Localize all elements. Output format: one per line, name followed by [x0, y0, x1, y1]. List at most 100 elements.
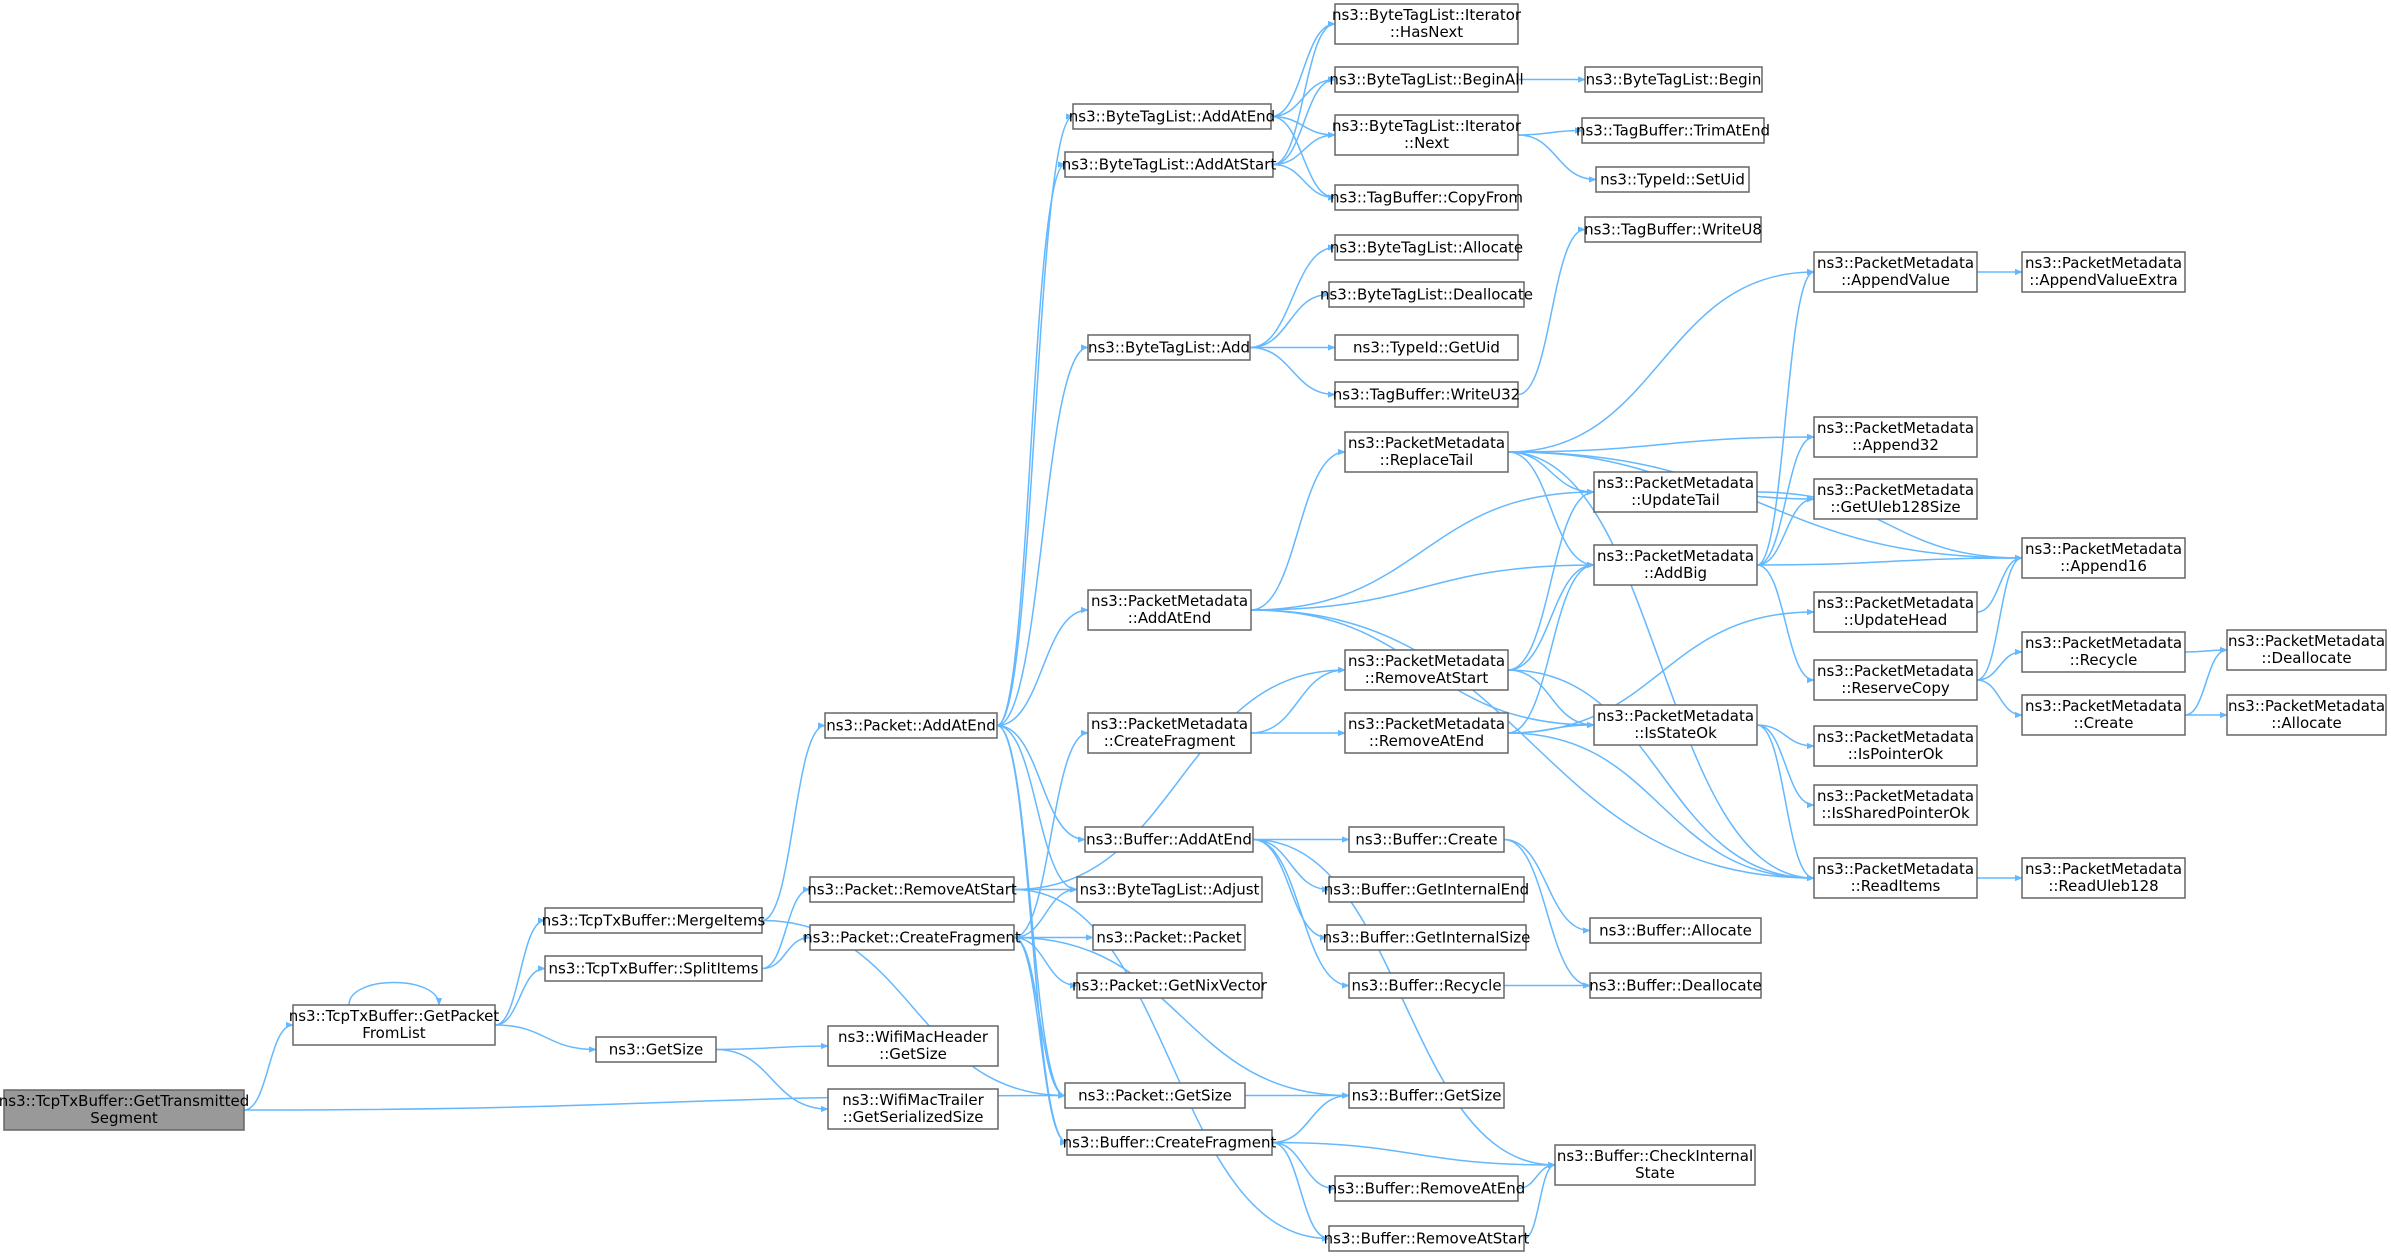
node-btl-add[interactable]: ns3::ByteTagList::Add [1087, 334, 1251, 361]
edge-buf_addatend-to-buf_recycle [1252, 838, 1350, 989]
node-label: ns3::ByteTagList::Deallocate [1320, 286, 1533, 304]
node-hasnext[interactable]: ns3::ByteTagList::Iterator::HasNext [1332, 3, 1522, 45]
node-buf-getinternalsize[interactable]: ns3::Buffer::GetInternalSize [1323, 924, 1531, 951]
node-buf-allocate[interactable]: ns3::Buffer::Allocate [1589, 917, 1762, 944]
node-updatetail[interactable]: ns3::PacketMetadata::UpdateTail [1593, 471, 1758, 513]
node-psize[interactable]: ns3::Packet::GetSize [1064, 1082, 1246, 1109]
node-buf-createfrag[interactable]: ns3::Buffer::CreateFragment [1063, 1129, 1277, 1156]
node-pm-deallocate[interactable]: ns3::PacketMetadata::Deallocate [2226, 629, 2387, 671]
node-writeu8[interactable]: ns3::TagBuffer::WriteU8 [1584, 216, 1762, 243]
node-pm-removeatstart[interactable]: ns3::PacketMetadata::RemoveAtStart [1344, 649, 1509, 691]
node-label: State [1635, 1164, 1675, 1182]
node-getnix[interactable]: ns3::Packet::GetNixVector [1072, 972, 1268, 999]
edge-gpfl-to-getsize [494, 1024, 597, 1053]
node-box [1348, 826, 1505, 853]
node-setuid[interactable]: ns3::TypeId::SetUid [1595, 166, 1750, 193]
node-label: ns3::TcpTxBuffer::GetTransmitted [0, 1092, 249, 1110]
edge-buf_createfrag-to-checkinternal [1271, 1141, 1556, 1169]
node-box [1328, 281, 1525, 308]
edge-btl_add-to-writeu32 [1249, 346, 1336, 398]
node-merge[interactable]: ns3::TcpTxBuffer::MergeItems [542, 907, 766, 934]
node-split[interactable]: ns3::TcpTxBuffer::SplitItems [544, 955, 763, 982]
node-createfrag[interactable]: ns3::Packet::CreateFragment [803, 924, 1021, 951]
node-readitems[interactable]: ns3::PacketMetadata::ReadItems [1813, 857, 1978, 899]
node-pm-removeatend[interactable]: ns3::PacketMetadata::RemoveAtEnd [1344, 712, 1509, 754]
node-getuleb[interactable]: ns3::PacketMetadata::GetUleb128Size [1813, 478, 1978, 520]
node-buf-removeatstart[interactable]: ns3::Buffer::RemoveAtStart [1324, 1225, 1530, 1252]
node-buf-addatend[interactable]: ns3::Buffer::AddAtEnd [1084, 826, 1254, 853]
node-btl-allocate[interactable]: ns3::ByteTagList::Allocate [1330, 234, 1523, 261]
edge-buf_create-to-buf_deallocate [1503, 838, 1591, 989]
node-buf-removeatend[interactable]: ns3::Buffer::RemoveAtEnd [1328, 1175, 1526, 1202]
edge-removeatstart-to-buf_removeatstart [1013, 888, 1330, 1242]
node-buf-recycle[interactable]: ns3::Buffer::Recycle [1348, 972, 1505, 999]
node-iter-next[interactable]: ns3::ByteTagList::Iterator::Next [1332, 114, 1522, 156]
node-addbig[interactable]: ns3::PacketMetadata::AddBig [1593, 544, 1758, 586]
node-copyfrom[interactable]: ns3::TagBuffer::CopyFrom [1330, 184, 1523, 211]
edge-pm_removeatstart-to-isstateok [1507, 669, 1595, 729]
node-pm-createfrag[interactable]: ns3::PacketMetadata::CreateFragment [1087, 712, 1252, 754]
node-label: ::HasNext [1390, 23, 1463, 41]
node-appendvalueextra[interactable]: ns3::PacketMetadata::AppendValueExtra [2021, 251, 2186, 293]
node-btl-begin[interactable]: ns3::ByteTagList::Begin [1584, 66, 1763, 93]
node-label: ::UpdateHead [1844, 611, 1948, 629]
node-btl-addatend[interactable]: ns3::ByteTagList::AddAtEnd [1069, 103, 1275, 130]
nodes-layer: ns3::TcpTxBuffer::GetTransmittedSegmentn… [0, 3, 2387, 1252]
node-pm-recycle[interactable]: ns3::PacketMetadata::Recycle [2021, 631, 2186, 673]
node-label: ns3::Packet::RemoveAtStart [807, 881, 1017, 899]
node-wmh[interactable]: ns3::WifiMacHeader::GetSize [827, 1025, 999, 1067]
node-buf-getinternalend[interactable]: ns3::Buffer::GetInternalEnd [1324, 876, 1529, 903]
node-label: ns3::PacketMetadata [1817, 419, 1974, 437]
node-pm-allocate[interactable]: ns3::PacketMetadata::Allocate [2226, 694, 2387, 736]
node-readuleb[interactable]: ns3::PacketMetadata::ReadUleb128 [2021, 857, 2186, 899]
node-replacetail[interactable]: ns3::PacketMetadata::ReplaceTail [1344, 431, 1509, 473]
node-trimatend[interactable]: ns3::TagBuffer::TrimAtEnd [1576, 117, 1770, 144]
node-box [1554, 1144, 1756, 1186]
node-label: ns3::ByteTagList::Add [1088, 339, 1250, 357]
node-btl-addatstart[interactable]: ns3::ByteTagList::AddAtStart [1062, 151, 1277, 178]
node-ispointerok[interactable]: ns3::PacketMetadata::IsPointerOk [1813, 725, 1978, 767]
node-btl-deallocate[interactable]: ns3::ByteTagList::Deallocate [1320, 281, 1533, 308]
node-buf-create[interactable]: ns3::Buffer::Create [1348, 826, 1505, 853]
node-label: ns3::ByteTagList::Iterator [1332, 6, 1522, 24]
node-reservecopy[interactable]: ns3::PacketMetadata::ReserveCopy [1813, 659, 1978, 701]
node-label: ns3::PacketMetadata [1348, 434, 1505, 452]
node-pm-addatend[interactable]: ns3::PacketMetadata::AddAtEnd [1087, 589, 1252, 631]
node-isstateok[interactable]: ns3::PacketMetadata::IsStateOk [1593, 704, 1758, 746]
edge-pm_removeatstart-to-updatetail [1507, 488, 1595, 671]
node-updatehead[interactable]: ns3::PacketMetadata::UpdateHead [1813, 591, 1978, 633]
node-label: ns3::TypeId::GetUid [1353, 339, 1500, 357]
node-label: ::ReserveCopy [1841, 679, 1950, 697]
node-getsize[interactable]: ns3::GetSize [595, 1036, 717, 1063]
node-label: ns3::PacketMetadata [1817, 594, 1974, 612]
node-label: ns3::Buffer::GetInternalEnd [1324, 881, 1529, 899]
node-buf-getsize[interactable]: ns3::Buffer::GetSize [1348, 1082, 1505, 1109]
node-append16[interactable]: ns3::PacketMetadata::Append16 [2021, 537, 2186, 579]
edge-updatehead-to-append16 [1976, 554, 2023, 613]
node-addatend[interactable]: ns3::Packet::AddAtEnd [824, 712, 998, 739]
node-box [1589, 917, 1762, 944]
node-label: ::Next [1404, 134, 1449, 152]
edge-buf_addatend-to-checkinternal [1252, 838, 1556, 1169]
edge-gpfl-to-merge [494, 917, 546, 1026]
node-box [1344, 649, 1509, 691]
node-typeid-getuid[interactable]: ns3::TypeId::GetUid [1334, 334, 1519, 361]
node-label: FromList [362, 1024, 426, 1042]
node-wmt[interactable]: ns3::WifiMacTrailer::GetSerializedSize [827, 1088, 999, 1130]
node-packet[interactable]: ns3::Packet::Packet [1092, 924, 1246, 951]
node-issharedpointerok[interactable]: ns3::PacketMetadata::IsSharedPointerOk [1813, 784, 1978, 826]
node-buf-deallocate[interactable]: ns3::Buffer::Deallocate [1589, 972, 1762, 999]
node-box [1813, 478, 1978, 520]
node-beginall[interactable]: ns3::ByteTagList::BeginAll [1329, 66, 1524, 93]
node-label: ns3::TypeId::SetUid [1600, 171, 1745, 189]
node-append32[interactable]: ns3::PacketMetadata::Append32 [1813, 416, 1978, 458]
edge-pm_removeatend-to-readitems [1507, 732, 1815, 882]
node-btl-adjust[interactable]: ns3::ByteTagList::Adjust [1076, 876, 1263, 903]
node-removeatstart[interactable]: ns3::Packet::RemoveAtStart [807, 876, 1017, 903]
node-writeu32[interactable]: ns3::TagBuffer::WriteU32 [1333, 381, 1520, 408]
node-appendvalue[interactable]: ns3::PacketMetadata::AppendValue [1813, 251, 1978, 293]
node-pm-create[interactable]: ns3::PacketMetadata::Create [2021, 694, 2186, 736]
